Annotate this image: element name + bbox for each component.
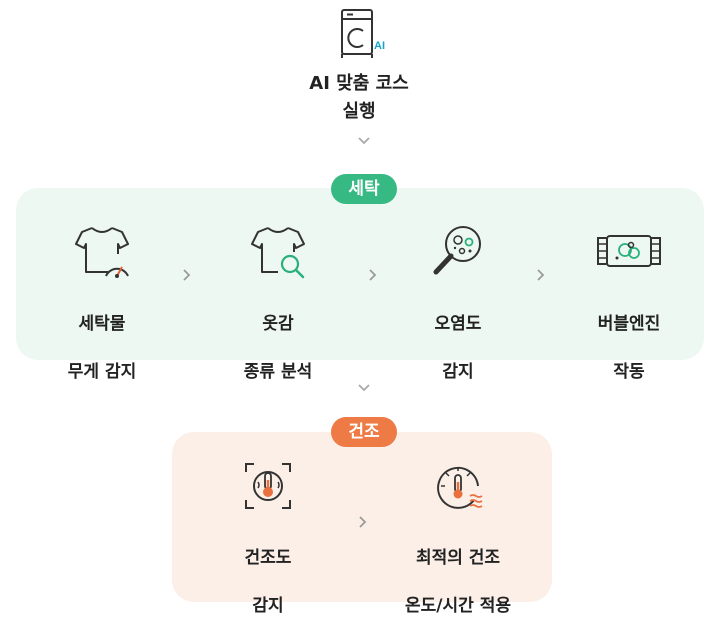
wash-step-weight-line1: 세탁물 (78, 314, 126, 334)
wash-step-dirt-line1: 오염도 (434, 314, 482, 334)
magnifier-dirt-icon (428, 222, 488, 282)
shirt-magnifier-icon (248, 222, 308, 282)
chevron-down-icon (357, 134, 371, 150)
start-title-line1: AI 맞춤 코스 (309, 73, 409, 94)
wash-step-dirt: 오염도 감지 (398, 222, 518, 408)
dry-label-badge: 건조 (331, 417, 397, 447)
wash-section (16, 188, 704, 360)
dry-step-detect-line2: 감지 (252, 596, 284, 616)
shirt-weight-gauge-icon (72, 222, 132, 282)
washing-machine-ai-icon: AI (339, 8, 385, 60)
chevron-right-icon (358, 514, 368, 533)
wash-step-weight-line2: 무게 감지 (67, 362, 137, 382)
wash-step-fabric: 옷감 종류 분석 (218, 222, 338, 408)
chevron-right-icon (536, 267, 546, 286)
wash-step-fabric-line1: 옷감 (262, 314, 294, 334)
wash-step-bubble-line1: 버블엔진 (597, 314, 661, 334)
wash-label-badge: 세탁 (331, 174, 397, 204)
dry-step-optimal-line2: 온도/시간 적용 (405, 596, 511, 616)
dry-step-detect: 건조도 감지 (208, 456, 328, 642)
wash-step-dirt-line2: 감지 (442, 362, 474, 382)
bubble-engine-icon (597, 222, 661, 282)
dry-step-optimal-line1: 최적의 건조 (415, 548, 501, 568)
start-title-line2: 실행 (342, 101, 376, 122)
dry-step-optimal: 최적의 건조 온도/시간 적용 (388, 456, 528, 642)
start-title: AI 맞춤 코스 실행 (259, 70, 459, 126)
chevron-down-icon (357, 381, 371, 397)
dry-section (172, 432, 552, 602)
thermometer-dial-heat-icon (428, 456, 488, 516)
wash-step-bubble-line2: 작동 (613, 362, 645, 382)
wash-step-fabric-line2: 종류 분석 (243, 362, 313, 382)
thermometer-frame-icon (238, 456, 298, 516)
ai-badge: AI (374, 40, 385, 52)
wash-step-weight: 세탁물 무게 감지 (42, 222, 162, 408)
chevron-right-icon (182, 267, 192, 286)
chevron-right-icon (368, 267, 378, 286)
wash-step-bubble: 버블엔진 작동 (569, 222, 689, 408)
dry-step-detect-line1: 건조도 (244, 548, 292, 568)
